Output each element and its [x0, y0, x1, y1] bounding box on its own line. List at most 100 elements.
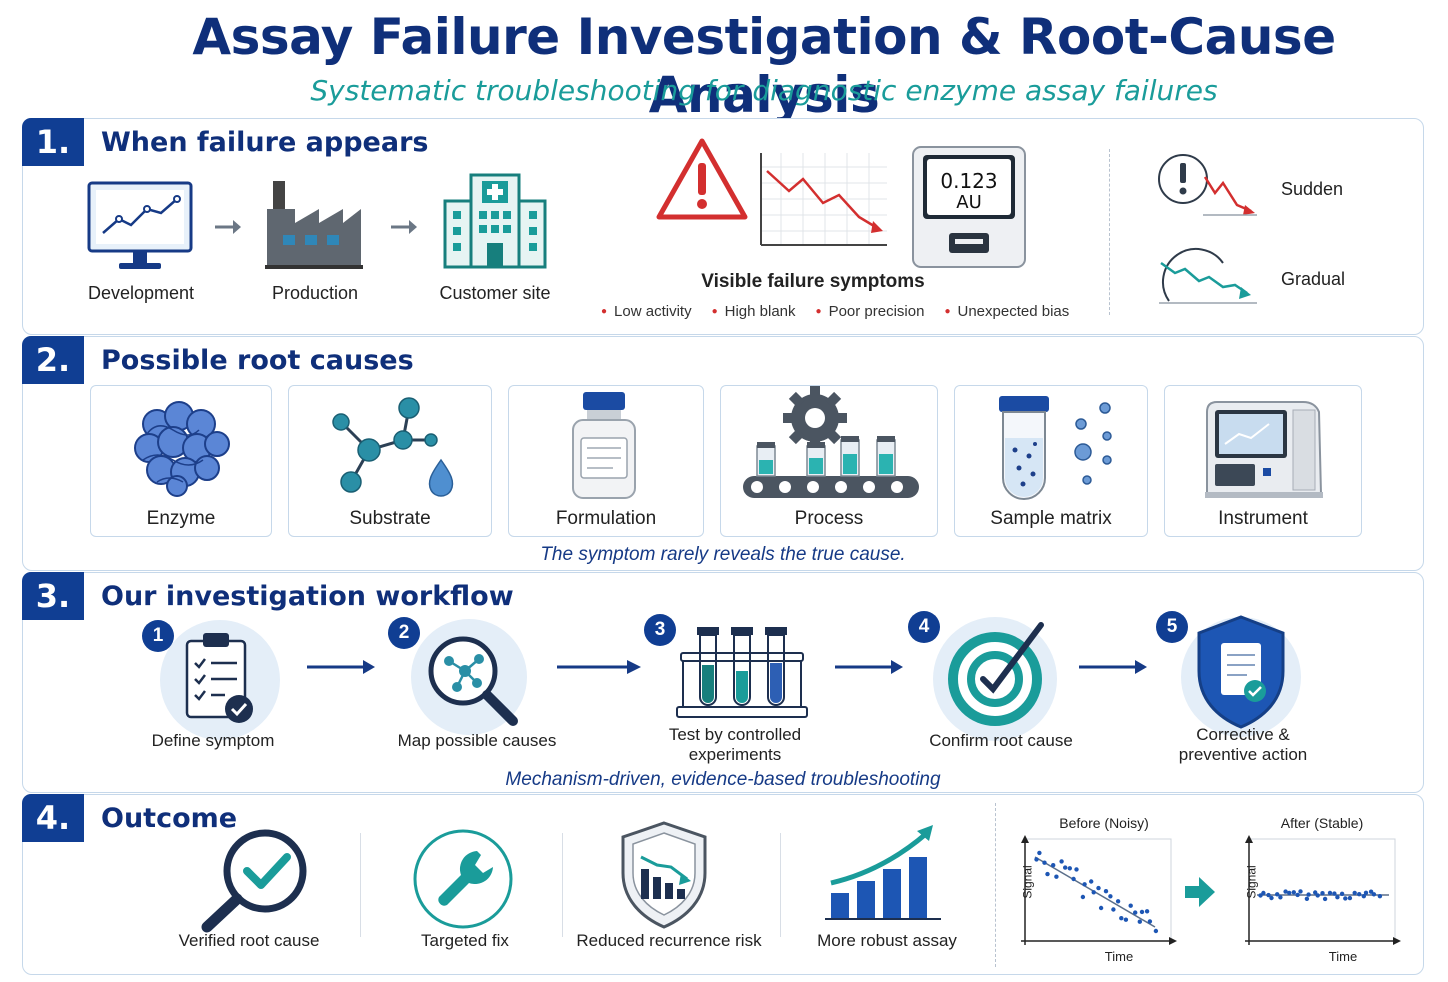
cause-label: Enzyme	[146, 508, 216, 529]
gradual-decline-icon	[1159, 248, 1257, 304]
scatter-point	[1042, 860, 1047, 865]
scatter-point	[1133, 910, 1138, 915]
scatter-point	[1278, 895, 1283, 900]
cause-card-instrument: Instrument	[1164, 385, 1362, 537]
reader-unit: AU	[956, 192, 982, 213]
scatter-point	[1361, 894, 1366, 899]
scatter-point	[1108, 894, 1113, 899]
scatter-point	[1063, 865, 1068, 870]
scatter-point	[1287, 890, 1292, 896]
step-label: Define symptom	[151, 731, 275, 750]
test-tubes-rack-icon	[676, 627, 808, 718]
substrate-molecule-icon	[332, 397, 454, 497]
scatter-point	[1153, 928, 1159, 934]
outcome-label: Reduced recurrence risk	[576, 931, 762, 950]
section-title: Our investigation workflow	[101, 581, 514, 612]
scatter-point	[1139, 909, 1145, 915]
cause-label: Sample matrix	[990, 508, 1112, 529]
causes-note: The symptom rarely reveals the true caus…	[540, 544, 906, 565]
sudden-drop-icon	[1158, 154, 1257, 216]
section-title: When failure appears	[101, 127, 429, 158]
scatter-point	[1275, 892, 1280, 897]
section-investigation-workflow: 3. Our investigation workflow 1 Define s…	[22, 572, 1424, 793]
scatter-point	[1332, 891, 1337, 896]
scatter-point	[1074, 867, 1079, 872]
arrow-right-icon	[1185, 877, 1215, 907]
symptom-item: Poor precision	[816, 303, 925, 320]
monitor-chart-icon	[87, 181, 193, 269]
instrument-analyzer-icon	[1205, 401, 1323, 498]
scatter-point	[1339, 891, 1345, 896]
outcome-label: More robust assay	[817, 931, 957, 950]
enzyme-protein-icon	[134, 401, 230, 497]
scatter-point	[1261, 890, 1266, 896]
cause-label: Process	[794, 508, 864, 529]
stage-development: Development	[87, 283, 195, 303]
divider	[360, 833, 361, 937]
scatter-point	[1266, 892, 1271, 898]
scatter-point	[1352, 890, 1357, 896]
scatter-point	[1096, 885, 1101, 891]
cause-card-formulation: Formulation	[508, 385, 704, 537]
chart-before-ylabel: Signal	[1020, 865, 1035, 899]
section-title: Outcome	[101, 803, 238, 834]
scatter-point	[1115, 899, 1121, 904]
cause-label: Substrate	[349, 508, 431, 529]
process-gear-conveyor-icon	[743, 386, 919, 498]
chart-after-xlabel: Time	[1328, 949, 1358, 964]
clipboard-check-icon	[160, 620, 280, 740]
magnifier-check-icon	[201, 829, 307, 933]
scatter-point	[1371, 892, 1377, 897]
formulation-bottle-icon	[572, 392, 636, 499]
factory-icon	[265, 181, 363, 269]
scatter-point	[1291, 890, 1296, 895]
scatter-point	[1123, 917, 1129, 922]
symptom-item: High blank	[712, 303, 796, 320]
wrench-icon	[413, 829, 513, 929]
scatter-point	[1071, 876, 1076, 882]
step-label: Corrective &	[1196, 725, 1290, 744]
section-number: 4.	[22, 794, 84, 842]
scatter-point	[1147, 919, 1153, 924]
step-number: 4	[908, 611, 940, 643]
step-label-line2: experiments	[688, 745, 782, 764]
arrow-right-icon	[307, 660, 375, 674]
magnifier-network-icon	[411, 619, 527, 735]
page-title: Assay Failure Investigation & Root-Cause…	[192, 8, 1336, 124]
scatter-point	[1067, 866, 1072, 871]
chart-before-title: Before (Noisy)	[1059, 815, 1149, 831]
scatter-point	[1089, 879, 1094, 884]
scatter-point	[1357, 892, 1362, 897]
step-number: 3	[644, 614, 676, 646]
step-number: 1	[142, 620, 174, 652]
step-number: 2	[388, 617, 420, 649]
section-title: Possible root causes	[101, 345, 414, 376]
declining-chart-icon	[760, 153, 887, 246]
scatter-point	[1045, 871, 1050, 877]
scatter-point	[1037, 850, 1042, 856]
scatter-point	[1119, 916, 1124, 921]
onset-gradual: Gradual	[1281, 269, 1346, 289]
warning-icon	[656, 138, 748, 220]
workflow-note: Mechanism-driven, evidence-based trouble…	[505, 769, 941, 790]
growth-bars-icon	[825, 825, 941, 920]
scatter-point	[1258, 893, 1263, 898]
scatter-point	[1034, 857, 1039, 862]
sample-tube-icon	[999, 396, 1112, 500]
scatter-point	[1103, 889, 1109, 894]
scatter-point	[1335, 895, 1340, 900]
cause-label: Instrument	[1218, 508, 1308, 529]
scatter-point	[1091, 890, 1096, 895]
cause-card-sample-matrix: Sample matrix	[954, 385, 1148, 537]
section-when-failure-appears: 1. When failure appears Development Prod…	[22, 118, 1424, 335]
scatter-point	[1051, 863, 1056, 868]
chart-after	[1245, 835, 1401, 945]
arrow-right-icon	[1079, 660, 1147, 674]
scatter-point	[1322, 896, 1328, 902]
arrow-right-icon	[215, 220, 241, 234]
step-label: Test by controlled	[668, 725, 802, 744]
section-number: 2.	[22, 336, 84, 384]
outcome-label: Verified root cause	[178, 931, 320, 950]
chart-before	[1021, 835, 1177, 945]
section-number: 3.	[22, 572, 84, 620]
